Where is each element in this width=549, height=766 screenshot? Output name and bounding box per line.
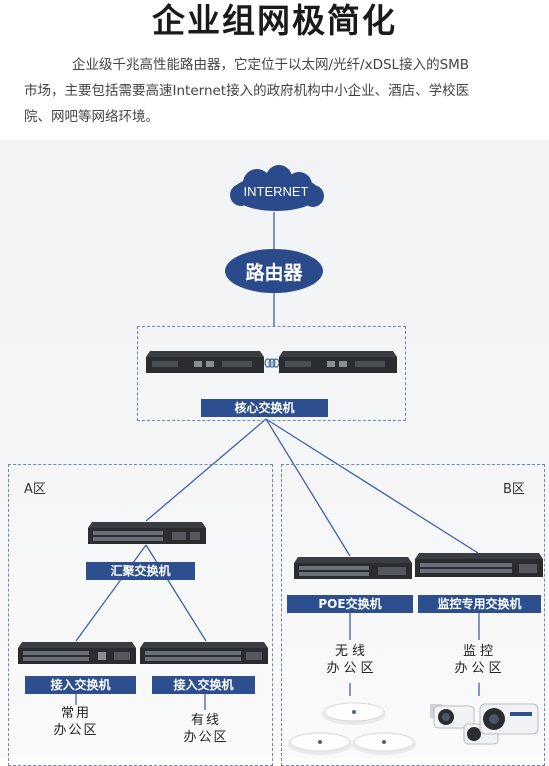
description-line-2: 市场，主要包括需要高速Internet接入的政府机构中小企业、酒店、学校医 [24,83,470,99]
router-node [225,249,323,293]
office-common-line2: 办公区 [53,723,99,738]
description: 企业级千兆高性能路由器，它定位于以太网/光纤/xDSL接入的SMB 市场，主要包… [24,52,530,130]
monitor-switch-label: 监控专用交换机 [418,595,541,613]
office-wired-line1: 有线 [190,713,221,728]
link-icon [264,358,280,368]
aggregation-switch-icon [88,522,206,544]
description-line-3: 院、网吧等网络环境。 [24,109,159,125]
access-switch-icon-1 [18,642,136,664]
line-core-monitor [265,418,479,554]
line-core-poe [265,418,351,557]
access-switch-label-2: 接入交换机 [152,676,255,694]
line-core-aggregation [145,418,267,522]
internet-label: INTERNET [243,184,309,199]
core-switch-group [137,326,406,421]
aggregation-switch-label: 汇聚交换机 [86,562,195,580]
access-switch-label-1: 接入交换机 [25,676,136,694]
internet-cloud-icon [230,165,324,211]
monitor-switch-icon [415,553,543,577]
router-label: 路由器 [245,262,303,284]
office-wired-line2: 办公区 [183,730,229,745]
description-text-1: 企业级千兆高性能路由器，它定位于以太网/光纤/xDSL接入的SMB [72,57,470,73]
office-common: 常用 办公区 [36,705,116,739]
office-wireless: 无线 办公区 [312,643,392,677]
office-common-line1: 常用 [60,706,91,721]
office-wireless-line1: 无线 [334,644,369,659]
office-monitor: 监控 办公区 [440,643,520,677]
zone-a-label: A区 [24,482,46,497]
office-monitor-line2: 办公区 [454,661,506,676]
poe-switch-label: POE交换机 [287,595,413,613]
poe-switch-icon [294,557,412,579]
office-wireless-line2: 办公区 [326,661,378,676]
line-agg-access-1 [75,544,147,642]
line-agg-access-2 [145,544,207,642]
page-title: 企业组网极简化 [152,1,397,40]
office-monitor-line1: 监控 [462,644,497,659]
description-line-1: 企业级千兆高性能路由器，它定位于以太网/光纤/xDSL接入的SMB [24,52,530,78]
security-camera-icon [430,703,539,745]
zone-b-label: B区 [503,482,525,497]
core-switch-icon-left [146,351,264,373]
wireless-access-point-icon [288,702,416,755]
access-switch-icon-2 [140,642,268,664]
core-switch-label: 核心交换机 [201,399,328,417]
office-wired: 有线 办公区 [166,712,246,746]
core-switch-icon-right [279,351,397,373]
